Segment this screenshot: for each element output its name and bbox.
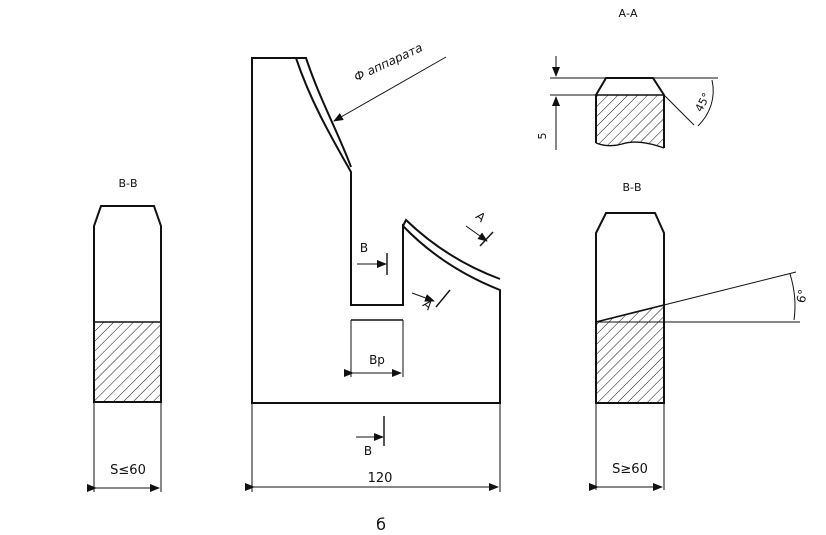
s-ge-60-label: S≥60 [612, 462, 648, 477]
marker-a-mid-arrow [411, 292, 435, 302]
main-tool-view: Ф аппарата В А А Вр В 120 [245, 40, 501, 492]
lower-blade-strip [402, 218, 501, 280]
marker-v-bottom: В [364, 444, 372, 458]
left-section-hatch [94, 322, 161, 402]
dim-vr-label: Вр [369, 353, 385, 367]
angle6-arc [789, 273, 796, 321]
section-aa: А-А 5 45° [536, 7, 718, 150]
apparatus-leader [333, 56, 447, 122]
marker-a-top-arrow [465, 225, 488, 242]
angle45-ext-diagonal [663, 94, 695, 126]
s-le-60-label: S≤60 [110, 463, 146, 478]
dim-5-label: 5 [536, 133, 549, 140]
section-aa-break-line [595, 141, 665, 149]
figure-letter: б [376, 515, 386, 534]
right-section-hatch [596, 305, 664, 403]
section-aa-hatch [596, 95, 664, 148]
right-section-bb: В-В 6° S≥60 [589, 181, 811, 491]
angle6-ext-rake [663, 271, 797, 306]
angle-6-label: 6° [794, 288, 811, 304]
right-section-rake-line [595, 304, 665, 323]
section-aa-outline [595, 77, 665, 148]
section-bb-left-label: В-В [118, 177, 137, 190]
left-section-bb: В-В S≤60 [87, 177, 162, 492]
tool-body-outline [251, 57, 501, 404]
marker-a-mid: А [420, 297, 436, 314]
section-aa-label: А-А [618, 7, 637, 20]
angle45-arc [697, 79, 714, 127]
angle-45-label: 45° [693, 91, 714, 114]
marker-v-mid: В [360, 241, 368, 255]
marker-a-top-tick [479, 231, 494, 247]
upper-blade-strip [296, 57, 352, 168]
marker-a-mid-tick [435, 289, 451, 308]
marker-a-top: А [473, 209, 489, 226]
section-bb-right-label: В-В [622, 181, 641, 194]
apparatus-label: Ф аппарата [352, 40, 425, 84]
dim-120-label: 120 [368, 471, 393, 486]
